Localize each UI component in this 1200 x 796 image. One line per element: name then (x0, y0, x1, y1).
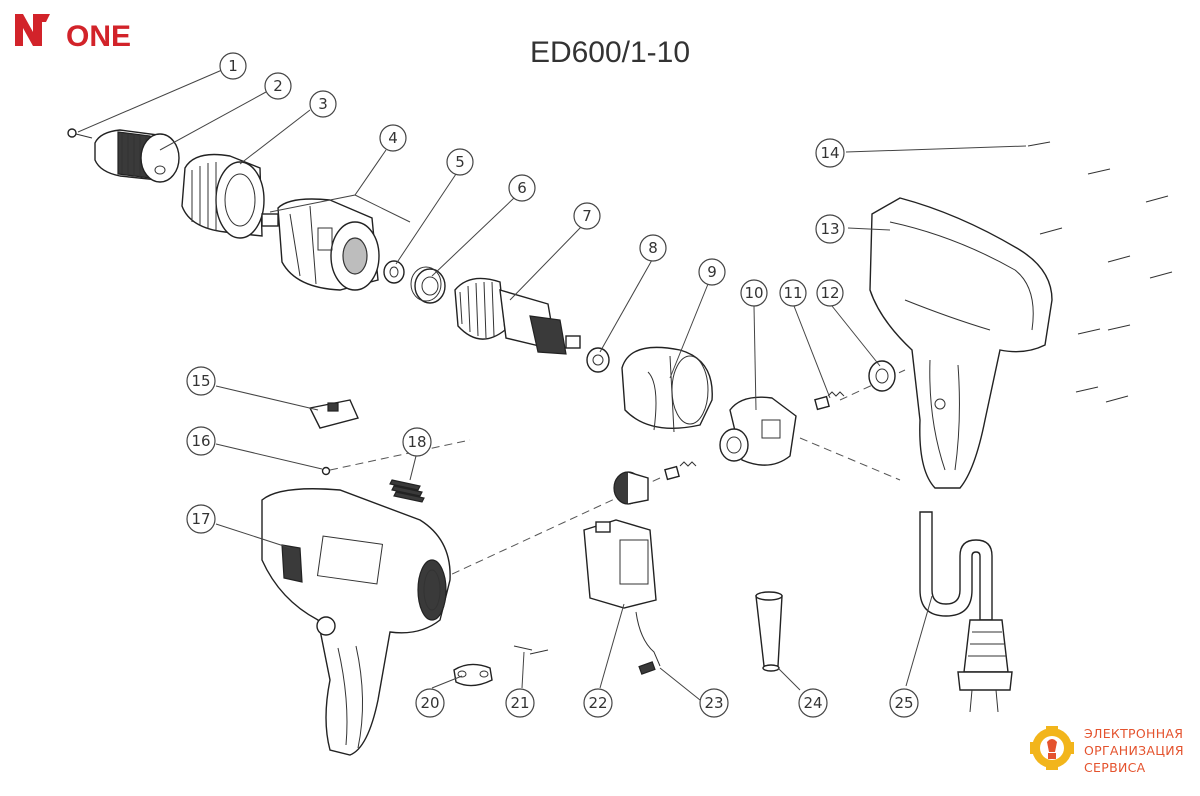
part-7-armature (454, 277, 581, 355)
svg-text:12: 12 (820, 284, 839, 302)
svg-text:13: 13 (820, 220, 839, 238)
model-title: ED600/1-10 (530, 36, 690, 69)
svg-text:5: 5 (455, 153, 465, 171)
callout-15: 15 (186, 366, 216, 396)
part-1-screw (67, 128, 93, 139)
svg-text:16: 16 (191, 432, 210, 450)
callout-12: 12 (816, 279, 844, 307)
svg-text:11: 11 (783, 284, 802, 302)
svg-text:2: 2 (273, 77, 283, 95)
brand-mark-icon (15, 14, 50, 46)
svg-text:7: 7 (582, 207, 592, 225)
org-line-3: СЕРВИСА (1084, 760, 1146, 775)
callout-1: 1 (219, 52, 247, 80)
callout-21: 21 (505, 688, 535, 718)
org-line-2: ОРГАНИЗАЦИЯ (1084, 743, 1184, 758)
callout-11: 11 (779, 279, 807, 307)
svg-text:15: 15 (191, 372, 210, 390)
svg-text:24: 24 (803, 694, 822, 712)
callout-18: 18 (402, 427, 432, 457)
callout-7: 7 (573, 202, 601, 230)
svg-text:21: 21 (510, 694, 529, 712)
svg-text:6: 6 (517, 179, 527, 197)
part-4-gearbox (261, 198, 380, 291)
callout-20: 20 (415, 688, 445, 718)
callout-22: 22 (583, 688, 613, 718)
callout-5: 5 (446, 148, 474, 176)
svg-text:10: 10 (744, 284, 763, 302)
callout-13: 13 (815, 214, 845, 244)
callout-4: 4 (379, 124, 407, 152)
part-11-carbon-brush (664, 391, 845, 481)
callouts: 1 2 3 4 5 6 7 8 9 10 11 12 13 14 15 16 1… (186, 52, 919, 718)
callout-23: 23 (699, 688, 729, 718)
callout-2: 2 (264, 72, 292, 100)
part-9-stator (621, 346, 713, 433)
part-filter-disc (613, 471, 649, 505)
brand-logo-text: ONE (66, 20, 131, 53)
service-org-logo: ЭЛЕКТРОННАЯ ОРГАНИЗАЦИЯ СЕРВИСА (1030, 726, 1184, 775)
svg-text:4: 4 (388, 129, 398, 147)
brand-logo: ONE (15, 14, 131, 53)
callout-25: 25 (889, 688, 919, 718)
part-6-bearing (410, 266, 446, 304)
part-17-housing-half (261, 488, 451, 756)
part-16-ball (321, 466, 331, 476)
part-8-bearing (586, 347, 610, 373)
part-12-bearing (868, 360, 896, 392)
svg-text:23: 23 (704, 694, 723, 712)
part-10-brush-holder (719, 396, 797, 466)
svg-text:18: 18 (407, 433, 426, 451)
part-18-spring (389, 479, 425, 503)
part-20-cord-clamp (453, 663, 493, 687)
callout-9: 9 (698, 258, 726, 286)
svg-text:22: 22 (588, 694, 607, 712)
svg-text:17: 17 (191, 510, 210, 528)
callout-14: 14 (815, 138, 845, 168)
part-15-switch-slider (308, 399, 359, 429)
callout-16: 16 (186, 426, 216, 456)
callout-8: 8 (639, 234, 667, 262)
callout-10: 10 (740, 279, 768, 307)
callout-24: 24 (798, 688, 828, 718)
svg-text:8: 8 (648, 239, 658, 257)
callout-6: 6 (508, 174, 536, 202)
part-21-screws (513, 645, 549, 655)
callout-3: 3 (309, 90, 337, 118)
part-22-switch (583, 519, 657, 609)
callout-17: 17 (186, 504, 216, 534)
part-25-power-cord (919, 511, 1013, 713)
gear-bulb-icon (1030, 726, 1074, 770)
part-14-screws (1027, 141, 1173, 403)
part-13-housing-half (869, 197, 1053, 489)
leader-lines (77, 69, 1027, 701)
svg-text:14: 14 (820, 144, 839, 162)
part-5-washer (383, 260, 405, 284)
part-24-cord-protector (755, 591, 783, 672)
part-2-chuck (94, 129, 180, 183)
svg-text:1: 1 (228, 57, 238, 75)
org-line-1: ЭЛЕКТРОННАЯ (1084, 726, 1183, 741)
svg-text:9: 9 (707, 263, 717, 281)
part-23-wire-capacitor (635, 611, 661, 675)
part-3-gear-ring (181, 153, 265, 239)
svg-text:3: 3 (318, 95, 328, 113)
svg-text:20: 20 (420, 694, 439, 712)
svg-text:25: 25 (894, 694, 913, 712)
